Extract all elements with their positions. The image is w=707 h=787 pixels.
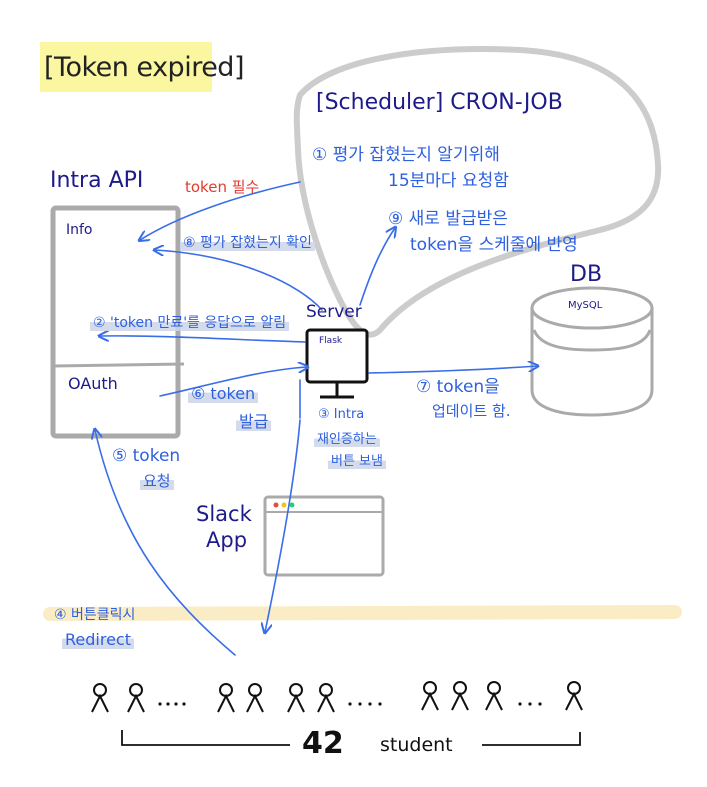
title-highlight (40, 42, 212, 92)
step8-label: ⑧ 평가 잡혔는지 확인 (180, 232, 315, 252)
student-figures (91, 681, 583, 713)
intra-api-title: Intra API (50, 168, 144, 193)
arrow-to-students (265, 419, 301, 632)
students-label: student (380, 734, 453, 756)
step7-line2: 업데이트 함. (432, 402, 511, 420)
arrow-token-required (140, 181, 301, 240)
step3-line3: 버튼 보냄 (328, 450, 386, 469)
scheduler-cloud (293, 46, 662, 338)
step5-line2: 요청 (140, 470, 174, 491)
students-bracket (121, 730, 581, 746)
arrow-step8 (155, 250, 323, 311)
step1-line1: ① 평가 잡혔는지 알기위해 (312, 145, 500, 165)
slack-label-line2: App (206, 528, 248, 552)
step6-line2: 발급 (236, 408, 272, 432)
step9-line2: token을 스케줄에 반영 (410, 235, 578, 255)
intra-api-divider (52, 362, 185, 368)
step4-line2: Redirect (62, 630, 134, 649)
step5-line1: ⑤ token (112, 446, 181, 466)
db-title: DB (570, 262, 603, 287)
db-cylinder (530, 286, 654, 417)
arrow-step2 (100, 336, 306, 343)
step2-label: ② 'token 만료'를 응답으로 알림 (90, 312, 290, 332)
page-title: [Token expired] (44, 52, 244, 83)
students-count: 42 (302, 726, 344, 761)
server-title: Server (306, 302, 362, 322)
step1-line2: 15분마다 요청함 (388, 171, 509, 191)
arrow-step9 (359, 228, 395, 306)
arrow-step6 (159, 367, 307, 397)
step4-line1: ④ 버튼클릭시 (54, 607, 136, 623)
step3-line1: ③ Intra (318, 407, 365, 422)
highlight-band (43, 605, 682, 621)
token-required-label: token 필수 (185, 178, 260, 196)
step6-line1: ⑥ token (188, 384, 259, 403)
server-screen-label: Flask (319, 336, 343, 346)
slack-label-line1: Slack (196, 502, 252, 526)
arrow-step7 (368, 366, 537, 374)
step3-line2: 재인증하는 (314, 428, 380, 447)
slack-app-window (263, 495, 385, 577)
arrow-step4-redirect (95, 430, 236, 656)
db-engine-label: MySQL (568, 300, 603, 311)
step7-line1: ⑦ token을 (416, 377, 500, 397)
step9-line1: ⑨ 새로 발급받은 (388, 209, 508, 229)
student-dots (158, 702, 542, 706)
oauth-label: OAuth (68, 374, 118, 393)
info-label: Info (66, 222, 93, 238)
scheduler-title: [Scheduler] CRON-JOB (316, 90, 563, 115)
